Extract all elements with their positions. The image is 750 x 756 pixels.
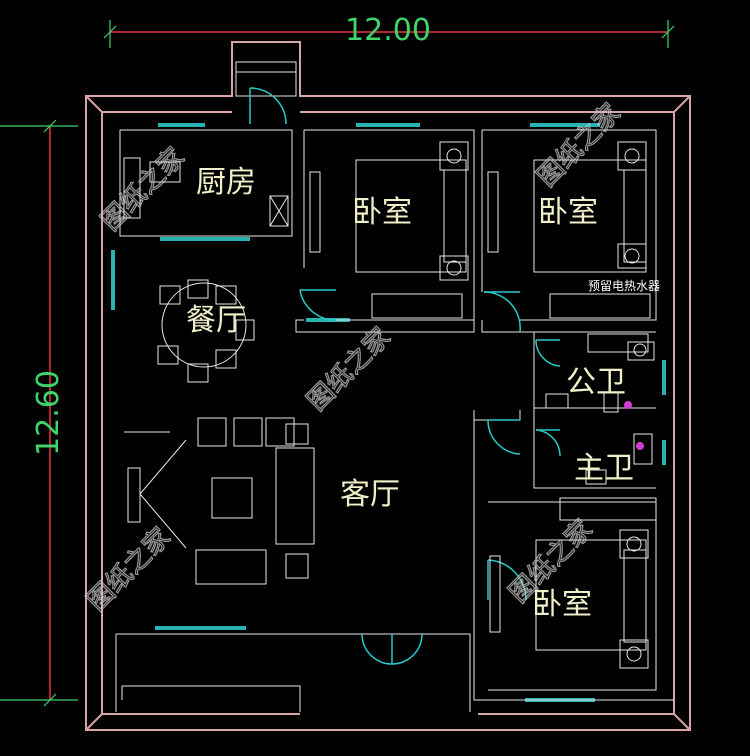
- dining-table: [157, 279, 255, 383]
- bedroom-3-bed: [489, 497, 657, 669]
- outer-walls: [85, 41, 691, 731]
- top-dimension: 12.00: [103, 13, 675, 48]
- height-dimension-label: 12.60: [31, 370, 66, 456]
- room-label-dining: 餐厅: [186, 303, 246, 338]
- room-label-living: 客厅: [340, 477, 400, 512]
- bedroom-1-bed: [309, 141, 469, 319]
- bathroom-fixtures: [545, 333, 655, 485]
- width-dimension-label: 12.00: [345, 13, 431, 48]
- room-label-master-bath: 主卫: [574, 451, 634, 486]
- living-furniture: [124, 417, 315, 585]
- room-label-kitchen: 厨房: [196, 165, 256, 200]
- watermark: 图纸之家: [82, 522, 177, 617]
- room-label-public-bath: 公卫: [566, 365, 626, 400]
- kitchen-fixtures: [123, 157, 289, 227]
- water-heater-note: 预留电热水器: [588, 279, 660, 293]
- room-label-bedroom-3: 卧室: [532, 587, 592, 622]
- watermarks: 图纸之家 图纸之家 图纸之家 图纸之家 图纸之家: [81, 98, 627, 618]
- room-label-bedroom-2: 卧室: [538, 195, 598, 230]
- room-labels: 厨房 卧室 卧室 餐厅 客厅 公卫 主卫 卧室 预留电热水器: [186, 165, 660, 622]
- windows: [111, 123, 666, 702]
- watermark: 图纸之家: [96, 142, 191, 237]
- left-dimension: 12.60: [0, 119, 78, 707]
- doors: [249, 87, 561, 665]
- bedroom-2-bed: [487, 141, 651, 319]
- watermark: 图纸之家: [302, 322, 397, 417]
- room-label-bedroom-1: 卧室: [352, 195, 412, 230]
